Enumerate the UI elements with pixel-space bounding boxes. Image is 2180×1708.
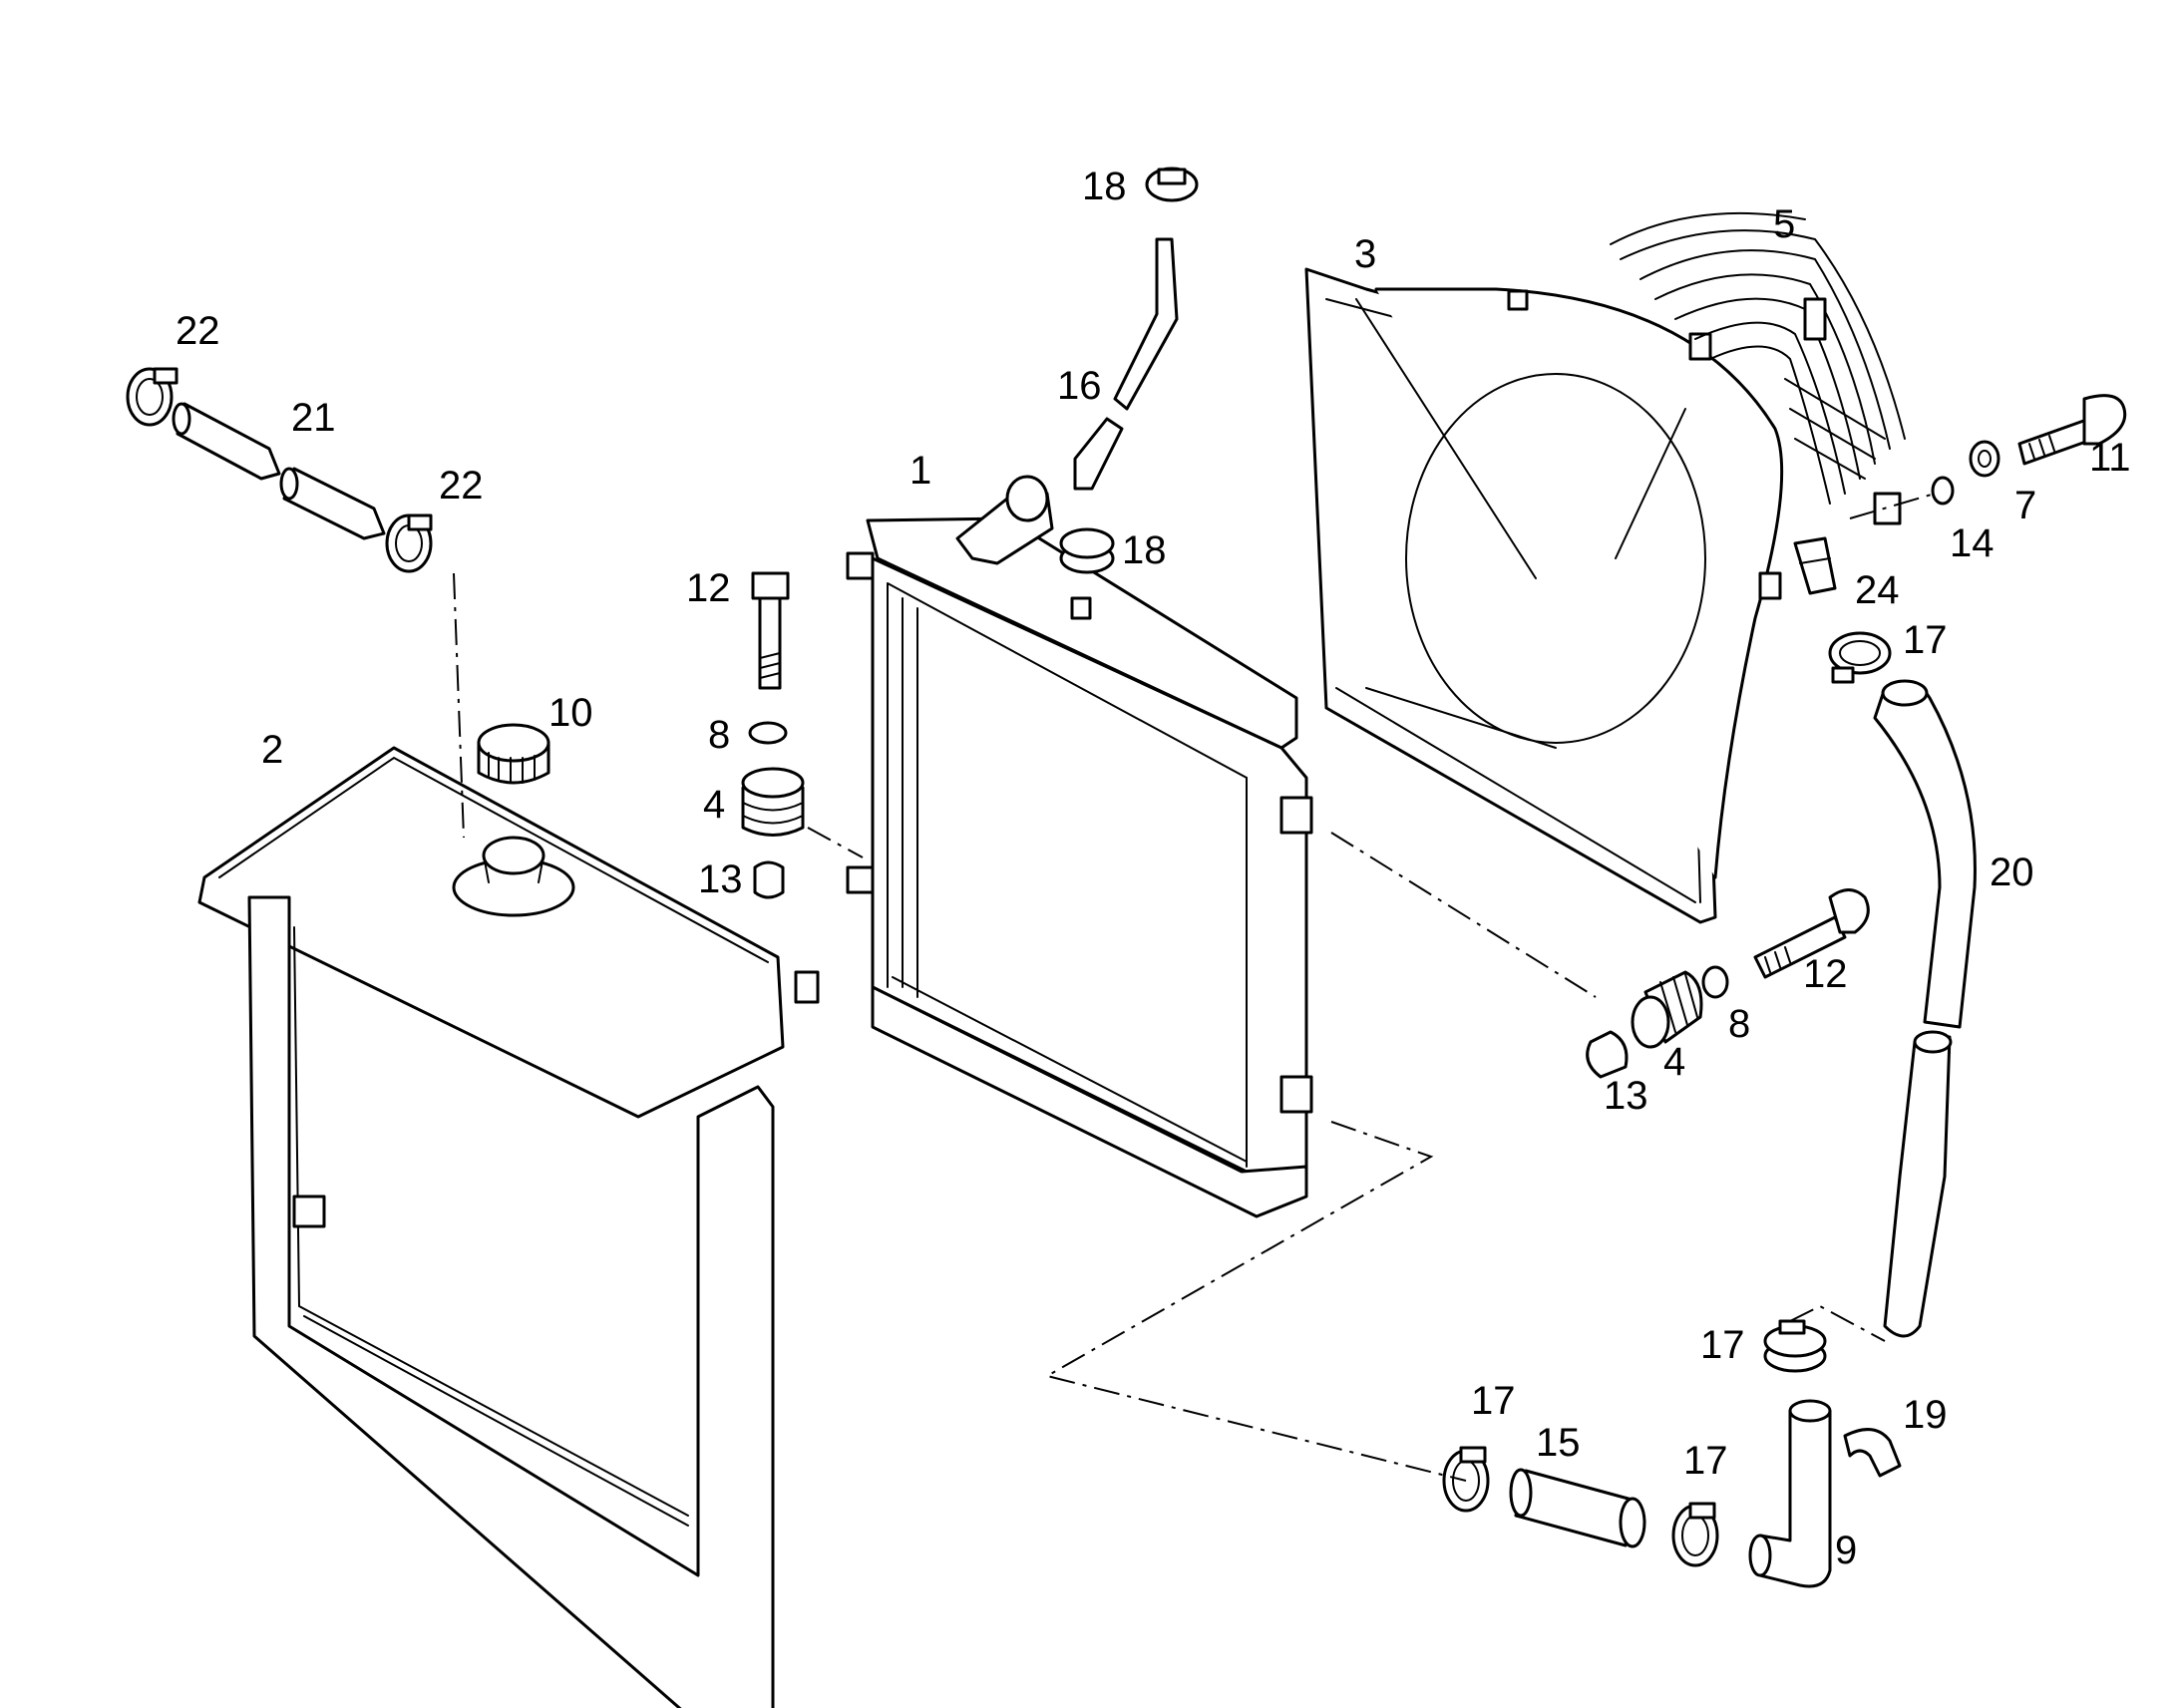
callout-3: 3 bbox=[1354, 232, 1376, 276]
callout-4: 4 bbox=[703, 783, 725, 827]
callout-13: 13 bbox=[698, 857, 743, 901]
clamp-bottom-a bbox=[1442, 1446, 1490, 1513]
callout-17: 17 bbox=[1471, 1379, 1516, 1423]
rubber-mount-left bbox=[741, 767, 805, 837]
callout-1: 1 bbox=[909, 449, 931, 493]
callout-19: 19 bbox=[1903, 1393, 1948, 1437]
callout-11: 11 bbox=[2089, 436, 2131, 480]
rubber-mount-right bbox=[1631, 970, 1703, 1049]
callout-7: 7 bbox=[2014, 484, 2036, 527]
filler-neck bbox=[452, 836, 575, 917]
callout-8: 8 bbox=[708, 713, 730, 757]
clamp-top-right bbox=[1828, 631, 1892, 684]
flat-washer bbox=[1931, 476, 1955, 506]
clamp-bottom-b bbox=[1671, 1502, 1719, 1567]
callout-2: 2 bbox=[261, 728, 283, 772]
lower-hose bbox=[1873, 679, 1977, 1338]
callout-17: 17 bbox=[1700, 1323, 1745, 1367]
clamp-overflow-a bbox=[126, 367, 179, 427]
bolt-right bbox=[1753, 888, 1870, 979]
nut-left bbox=[753, 860, 785, 899]
callout-24: 24 bbox=[1855, 568, 1900, 612]
fan-shroud bbox=[1304, 267, 1784, 924]
assembly-lines bbox=[453, 493, 1936, 1482]
callout-18: 18 bbox=[1122, 528, 1167, 572]
callout-22: 22 bbox=[176, 309, 220, 353]
callout-13: 13 bbox=[1604, 1074, 1648, 1118]
clamp-overflow-b bbox=[385, 513, 433, 573]
callout-17: 17 bbox=[1683, 1439, 1728, 1483]
upper-hose-top bbox=[1113, 237, 1179, 411]
washer-right bbox=[1701, 965, 1729, 999]
shroud-bracket bbox=[1793, 536, 1837, 595]
filler-cap bbox=[477, 723, 550, 785]
radiator-frame bbox=[197, 746, 820, 1708]
overflow-hoses bbox=[279, 467, 386, 540]
callouts: 1 2 3 4 4 5 7 8 8 9 10 11 12 12 13 13 14… bbox=[176, 165, 2131, 1572]
callout-17: 17 bbox=[1903, 618, 1948, 662]
callout-12: 12 bbox=[686, 566, 731, 610]
callout-8: 8 bbox=[1728, 1002, 1750, 1046]
clamp-lower bbox=[1059, 527, 1115, 574]
callout-16: 16 bbox=[1057, 364, 1102, 408]
callout-18: 18 bbox=[1082, 165, 1127, 208]
bolt-left bbox=[751, 571, 790, 690]
overflow-hose-a bbox=[172, 402, 281, 481]
callout-21: 21 bbox=[291, 396, 336, 440]
lock-washer bbox=[1969, 440, 2000, 478]
callout-4: 4 bbox=[1663, 1040, 1685, 1084]
callout-20: 20 bbox=[1990, 851, 2034, 894]
washer-left bbox=[748, 721, 788, 745]
callout-5: 5 bbox=[1773, 202, 1795, 246]
clamp-bottom-c bbox=[1763, 1319, 1827, 1373]
callout-22: 22 bbox=[439, 464, 484, 508]
callout-9: 9 bbox=[1835, 1529, 1857, 1572]
radiator bbox=[846, 475, 1313, 1218]
callout-14: 14 bbox=[1950, 521, 1995, 565]
straight-hose bbox=[1509, 1468, 1646, 1548]
nut-right bbox=[1586, 1030, 1629, 1079]
elbow-pipe bbox=[1748, 1399, 1832, 1588]
fan-guard bbox=[1610, 211, 1906, 525]
bolt-top-right bbox=[2017, 394, 2127, 466]
pipe-bracket bbox=[1843, 1428, 1902, 1478]
callout-15: 15 bbox=[1536, 1421, 1581, 1465]
callout-12: 12 bbox=[1803, 952, 1848, 996]
callout-10: 10 bbox=[548, 691, 593, 735]
upper-hose bbox=[1073, 417, 1124, 491]
clamp-upper bbox=[1145, 167, 1199, 202]
